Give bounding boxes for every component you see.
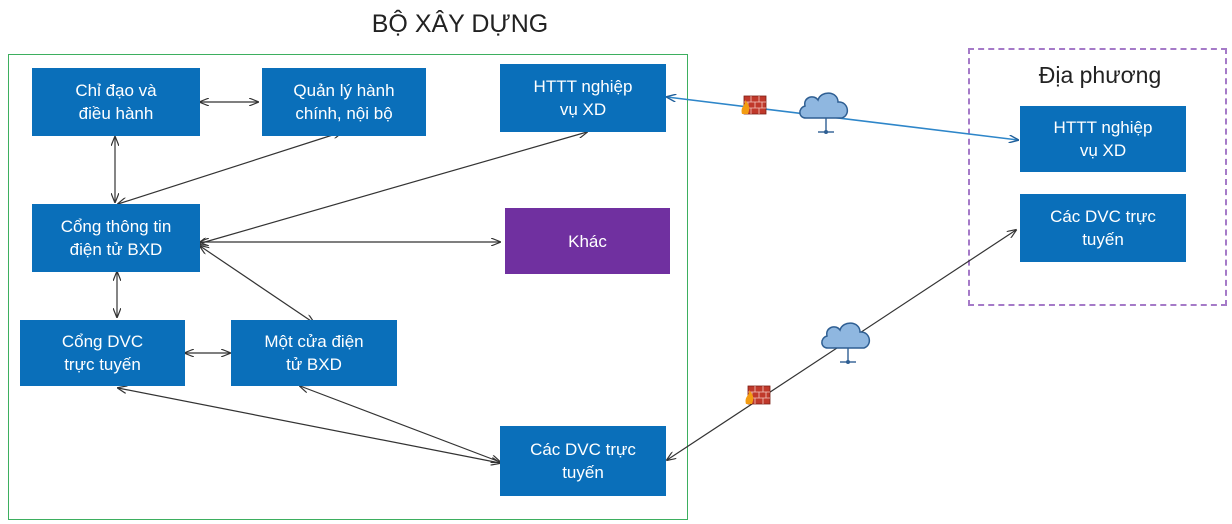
firewall-icon <box>741 95 767 115</box>
node-mot-cua-label: Một cửa điện tử BXD <box>264 332 364 374</box>
cloud-icon <box>821 322 871 364</box>
node-cac-dvc-bxd: Các DVC trực tuyến <box>500 426 666 496</box>
node-cac-dvc-dp: Các DVC trực tuyến <box>1020 194 1186 262</box>
node-cac-dvc-bxd-label: Các DVC trực tuyến <box>530 440 636 482</box>
edge-congtt-motcua <box>200 246 314 323</box>
edge-congtt-quanly <box>118 132 342 204</box>
node-httt-bxd-label: HTTT nghiệp vụ XD <box>533 77 633 119</box>
local-region-label: Địa phương <box>1038 62 1162 88</box>
edge-congtt-httt <box>198 132 587 244</box>
node-chi-dao-label: Chỉ đạo và điều hành <box>75 81 157 123</box>
node-cong-dvc-label: Cổng DVC trực tuyến <box>61 332 144 374</box>
node-httt-bxd: HTTT nghiệp vụ XD <box>500 64 666 132</box>
node-chi-dao: Chỉ đạo và điều hành <box>32 68 200 136</box>
node-cac-dvc-dp-label: Các DVC trực tuyến <box>1050 207 1156 249</box>
firewall-icon <box>745 385 771 405</box>
node-mot-cua: Một cửa điện tử BXD <box>231 320 397 386</box>
node-quan-ly-label: Quản lý hành chính, nội bộ <box>293 81 395 123</box>
node-quan-ly: Quản lý hành chính, nội bộ <box>262 68 426 136</box>
node-httt-dp-label: HTTT nghiệp vụ XD <box>1053 118 1153 160</box>
node-cong-dvc: Cổng DVC trực tuyến <box>20 320 185 386</box>
local-frame <box>968 48 1227 306</box>
edge-motcua-cacdvc <box>300 386 500 462</box>
node-khac-label: Khác <box>568 231 607 251</box>
diagram-title: BỘ XÂY DỰNG <box>371 10 549 38</box>
edge-congdvc-cacdvc <box>118 388 500 463</box>
node-cong-tt: Cổng thông tin điện tử BXD <box>32 204 200 272</box>
cloud-icon <box>799 92 849 134</box>
node-khac: Khác <box>505 208 670 274</box>
node-httt-dp: HTTT nghiệp vụ XD <box>1020 106 1186 172</box>
node-cong-tt-label: Cổng thông tin điện tử BXD <box>60 217 172 259</box>
